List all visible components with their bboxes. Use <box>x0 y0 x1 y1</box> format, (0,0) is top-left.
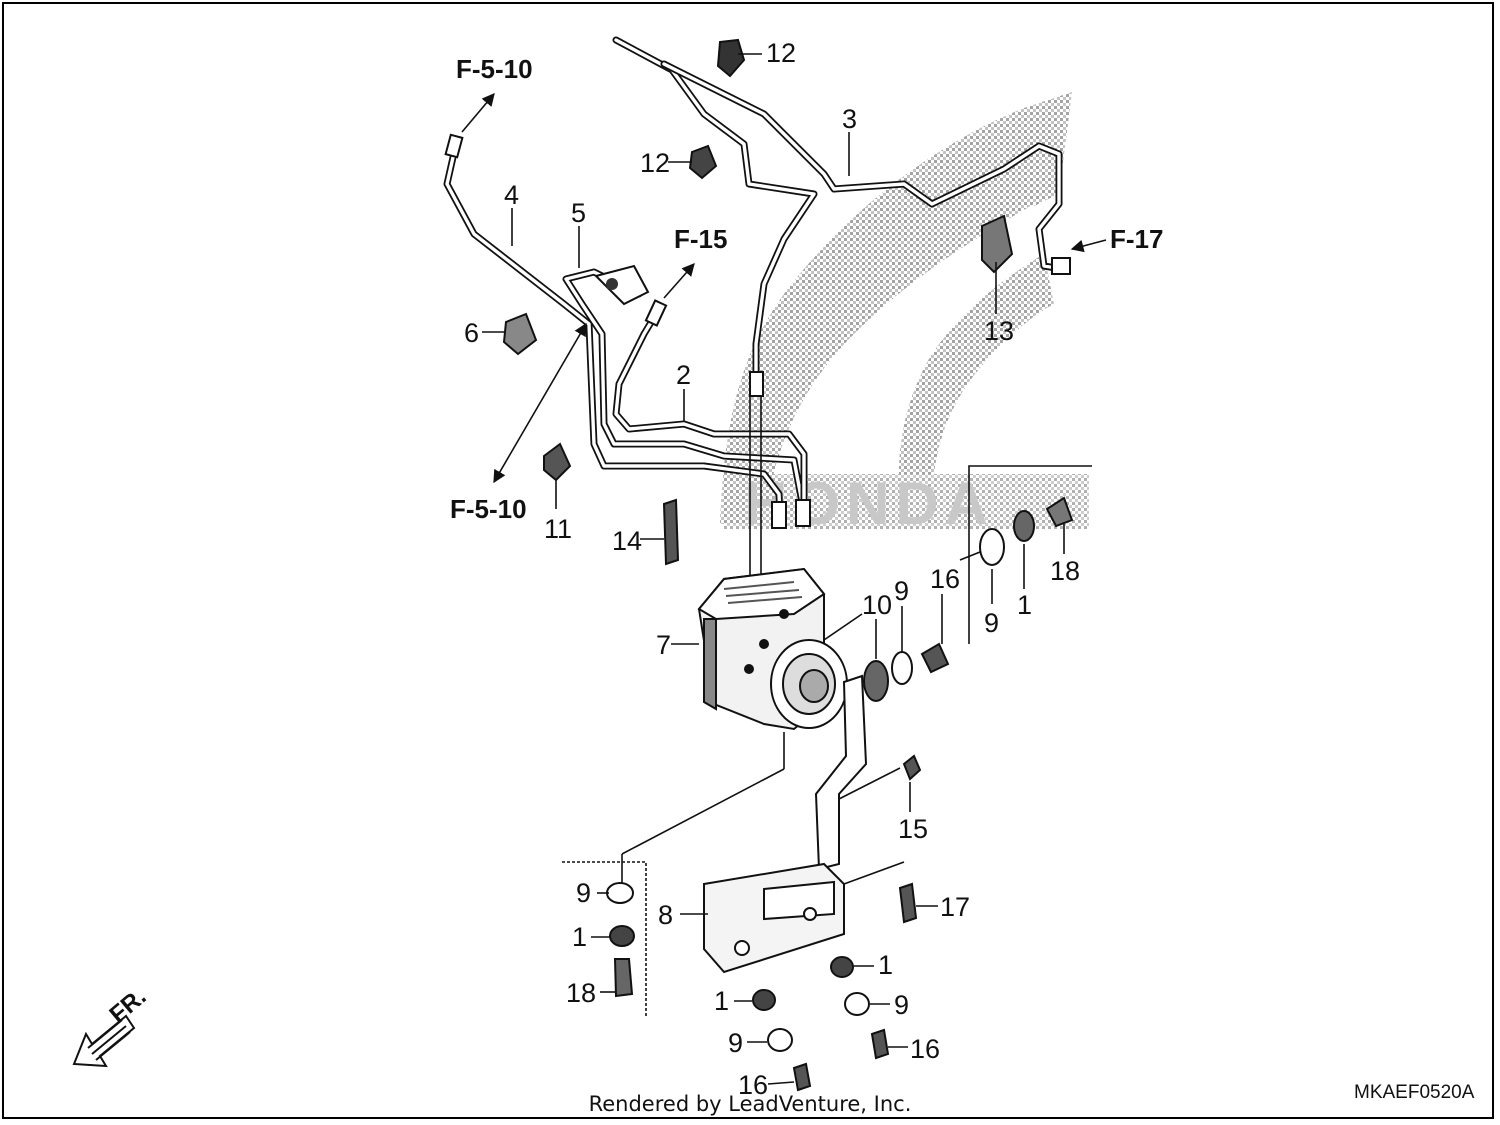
clip-6 <box>502 312 538 356</box>
front-direction-arrow: FR. <box>72 983 152 1068</box>
honda-wing-watermark <box>720 92 1089 529</box>
callout-1-a: 1 <box>1017 590 1032 620</box>
leader-lines <box>461 53 1107 1085</box>
grommet-13 <box>981 214 1014 274</box>
footer-credit: Rendered by LeadVenture, Inc. <box>588 1092 912 1116</box>
callout-9-e: 9 <box>894 990 909 1020</box>
group-brackets <box>562 465 1092 1016</box>
callout-16-d: 16 <box>738 1070 768 1100</box>
mounting-bracket <box>703 674 868 974</box>
callout-18-a: 18 <box>1050 556 1080 586</box>
callout-3: 3 <box>842 104 857 134</box>
front-direction-label: FR. <box>105 983 152 1029</box>
clip-12-mid <box>688 144 718 180</box>
callout-13: 13 <box>984 316 1014 346</box>
callout-18-b: 18 <box>566 978 596 1008</box>
clip-5-holder <box>594 264 650 306</box>
callout-6: 6 <box>464 318 479 348</box>
callout-9-d: 9 <box>728 1028 743 1058</box>
clip-11 <box>543 442 572 482</box>
callout-1-d: 1 <box>878 950 893 980</box>
callout-10: 10 <box>862 590 892 620</box>
clip-12-top <box>716 38 746 78</box>
brake-pipes <box>443 36 1071 584</box>
callout-5: 5 <box>571 198 586 228</box>
bracket-14 <box>662 498 680 566</box>
callout-7: 7 <box>656 630 671 660</box>
abs-modulator-unit <box>697 567 848 731</box>
ref-label-f-17: F-17 <box>1110 224 1163 254</box>
callout-16-c: 16 <box>910 1034 940 1064</box>
parts-diagram-svg: HONDA <box>72 36 1475 1103</box>
hardware <box>606 496 1074 1092</box>
callout-17: 17 <box>940 892 970 922</box>
ref-label-f-5-10-top: F-5-10 <box>456 54 533 84</box>
callout-16-a: 16 <box>930 564 960 594</box>
callout-11: 11 <box>544 514 572 544</box>
ref-label-f-15: F-15 <box>674 224 727 254</box>
callout-4: 4 <box>504 180 519 210</box>
callout-12-b: 12 <box>640 148 670 178</box>
callout-1-c: 1 <box>714 986 729 1016</box>
callout-9-b: 9 <box>984 608 999 638</box>
callout-9-a: 9 <box>894 576 909 606</box>
callout-12-a: 12 <box>766 38 796 68</box>
callout-8: 8 <box>658 900 673 930</box>
callout-1-b: 1 <box>572 922 587 952</box>
drawing-code: MKAEF0520A <box>1354 1082 1475 1103</box>
ref-label-f-5-10-bottom: F-5-10 <box>450 494 527 524</box>
callout-14: 14 <box>612 526 642 556</box>
callout-9-c: 9 <box>576 878 591 908</box>
callout-15: 15 <box>898 814 928 844</box>
callout-2: 2 <box>676 360 691 390</box>
